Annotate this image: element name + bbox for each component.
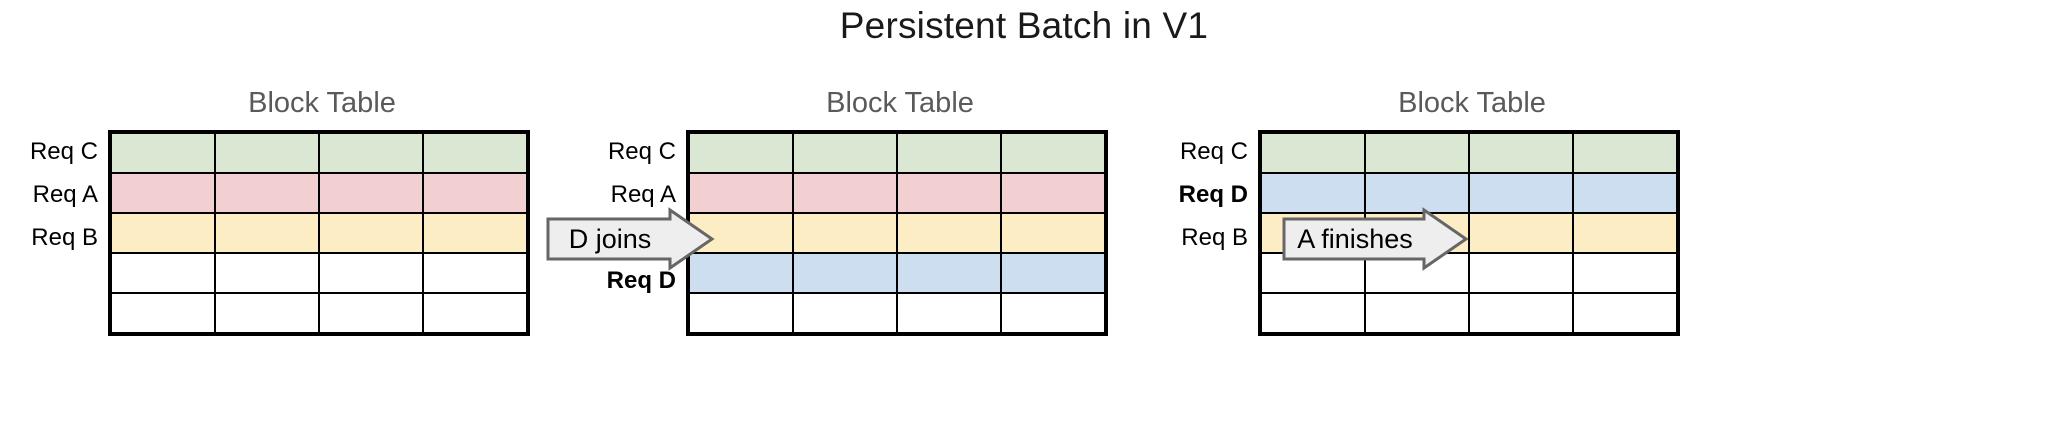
block-cell — [1469, 293, 1573, 333]
row-label: Req B — [1181, 224, 1248, 251]
block-cell — [215, 173, 319, 213]
block-cell — [689, 293, 793, 333]
block-table-grid — [108, 130, 530, 336]
block-cell — [1573, 173, 1677, 213]
row-label: Req C — [29, 138, 98, 165]
block-cell — [215, 133, 319, 173]
block-cell — [897, 133, 1001, 173]
block-table-caption: Block Table — [248, 87, 396, 119]
block-cell — [1261, 133, 1365, 173]
block-cell — [689, 173, 793, 213]
row-label — [0, 259, 98, 302]
block-cell — [1001, 173, 1105, 213]
block-cell — [423, 213, 527, 253]
table-row — [689, 253, 1105, 293]
block-cell — [423, 133, 527, 173]
block-table-caption: Block Table — [1398, 87, 1546, 119]
block-cell — [1001, 293, 1105, 333]
row-label — [0, 302, 98, 345]
block-cell — [793, 133, 897, 173]
block-cell — [1365, 173, 1469, 213]
block-cell — [1001, 253, 1105, 293]
block-cell — [423, 293, 527, 333]
block-cell — [897, 173, 1001, 213]
block-cell — [215, 213, 319, 253]
block-cell — [319, 133, 423, 173]
row-label: Req B — [31, 224, 98, 251]
table-row — [111, 293, 527, 333]
block-cell — [111, 213, 215, 253]
block-cell — [1001, 133, 1105, 173]
row-label-column: Req C Req D Req B — [1150, 130, 1248, 345]
block-cell — [319, 173, 423, 213]
block-cell — [897, 253, 1001, 293]
page-title: Persistent Batch in V1 — [839, 5, 1209, 46]
block-cell — [111, 253, 215, 293]
block-cell — [215, 253, 319, 293]
table-row — [689, 213, 1105, 253]
block-cell — [1573, 253, 1677, 293]
table-row — [689, 293, 1105, 333]
row-label: Req C — [607, 138, 676, 165]
row-label — [1150, 302, 1248, 345]
block-cell — [897, 293, 1001, 333]
block-cell — [215, 293, 319, 333]
right-arrow-icon — [546, 207, 715, 271]
block-cell — [1573, 293, 1677, 333]
block-table-grid — [686, 130, 1108, 336]
row-label: Req D — [1178, 181, 1248, 208]
block-cell — [689, 133, 793, 173]
table-row — [1261, 133, 1677, 173]
block-cell — [1469, 173, 1573, 213]
block-cell — [793, 253, 897, 293]
block-cell — [319, 293, 423, 333]
block-cell — [111, 293, 215, 333]
row-label: Req D — [606, 267, 676, 294]
row-label — [1150, 259, 1248, 302]
block-cell — [111, 173, 215, 213]
block-cell — [1365, 133, 1469, 173]
block-table: Req C Req A Req B — [0, 130, 530, 345]
block-cell — [1261, 293, 1365, 333]
row-label — [578, 302, 676, 345]
row-label-column: Req C Req A Req B — [0, 130, 98, 345]
block-cell — [1469, 213, 1573, 253]
table-row — [1261, 293, 1677, 333]
block-cell — [689, 213, 793, 253]
block-cell — [689, 253, 793, 293]
row-label: Req A — [610, 181, 676, 208]
right-arrow-icon — [1282, 207, 1469, 271]
block-cell — [1365, 293, 1469, 333]
block-cell — [1573, 213, 1677, 253]
block-cell — [423, 173, 527, 213]
table-row — [689, 133, 1105, 173]
block-cell — [1001, 213, 1105, 253]
block-cell — [793, 173, 897, 213]
transition-arrow-1: D joins — [546, 207, 715, 271]
block-cell — [423, 253, 527, 293]
block-cell — [1469, 253, 1573, 293]
block-table-caption: Block Table — [826, 87, 974, 119]
block-cell — [897, 213, 1001, 253]
block-cell — [1469, 133, 1573, 173]
block-cell — [319, 213, 423, 253]
table-row — [1261, 173, 1677, 213]
row-label: Req C — [1179, 138, 1248, 165]
block-cell — [1573, 133, 1677, 173]
transition-arrow-2: A finishes — [1282, 207, 1469, 271]
table-row — [689, 173, 1105, 213]
table-row — [111, 253, 527, 293]
block-cell — [1261, 173, 1365, 213]
row-label: Req A — [32, 181, 98, 208]
block-cell — [793, 293, 897, 333]
table-row — [111, 133, 527, 173]
block-cell — [111, 133, 215, 173]
table-row — [111, 213, 527, 253]
table-row — [111, 173, 527, 213]
block-cell — [319, 253, 423, 293]
block-cell — [793, 213, 897, 253]
